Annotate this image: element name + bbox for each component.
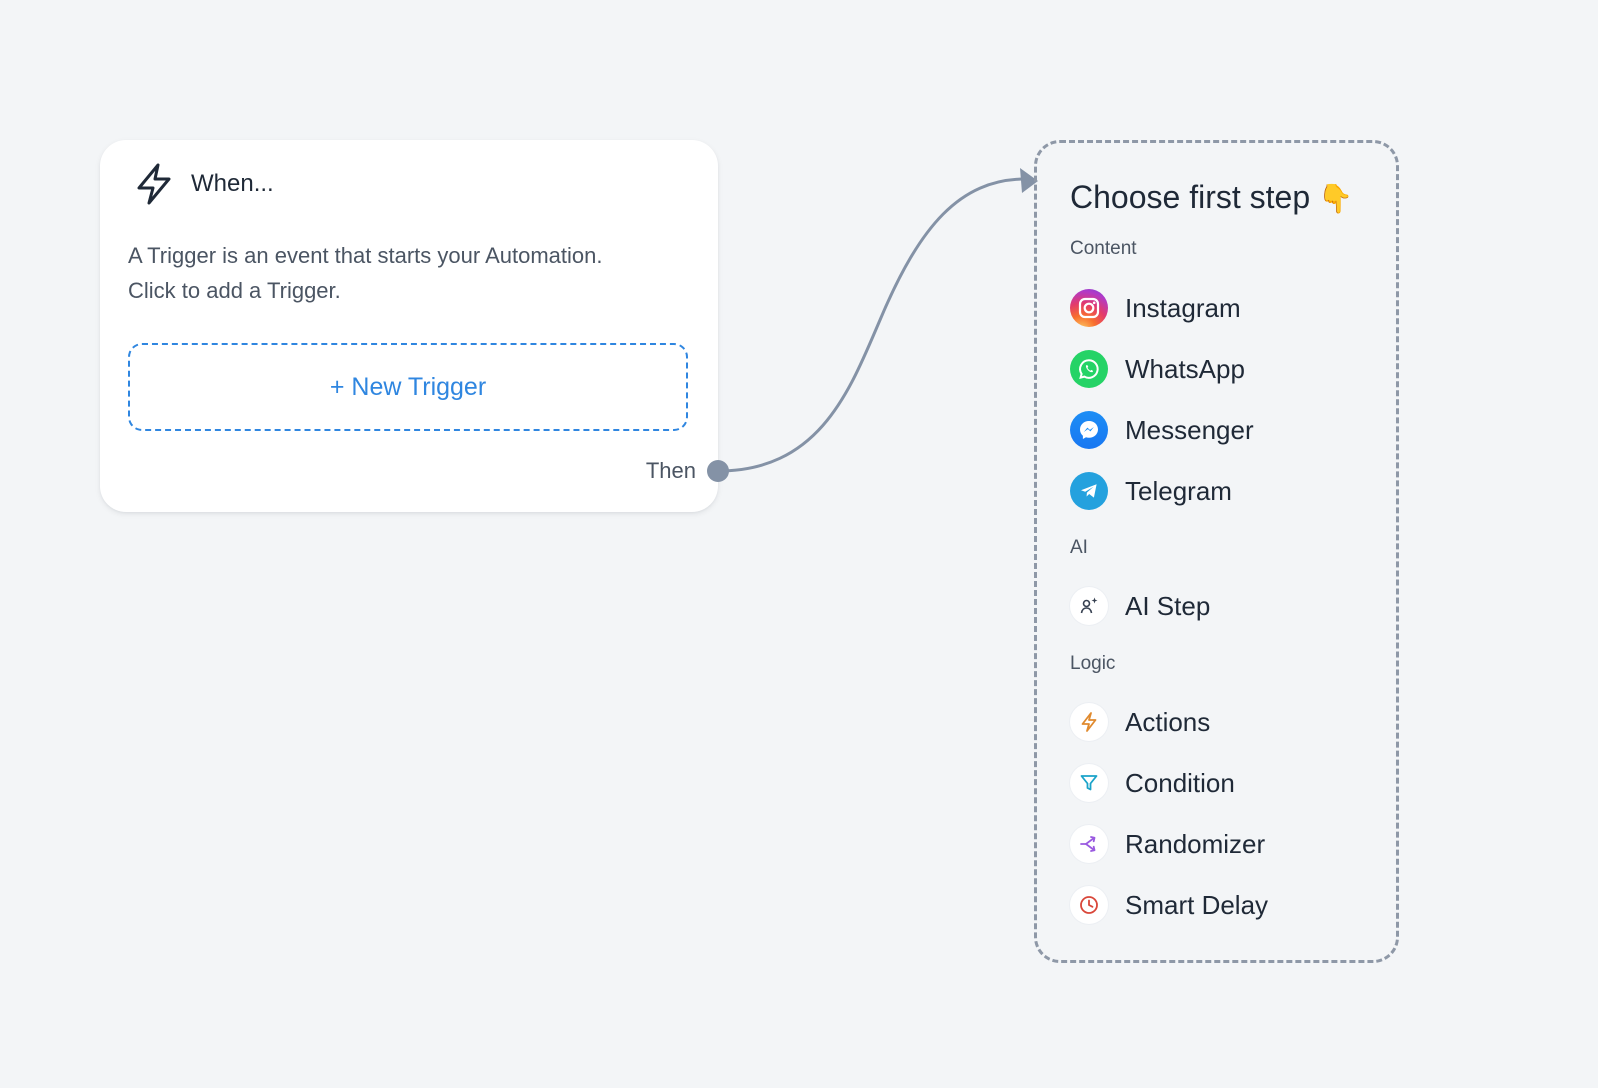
- filter-icon: [1070, 764, 1108, 802]
- step-label: Condition: [1125, 767, 1235, 798]
- trigger-description-line-2: Click to add a Trigger.: [128, 278, 341, 303]
- instagram-icon: [1070, 289, 1108, 327]
- ai-user-sparkle-icon: [1070, 587, 1108, 625]
- section-label-logic: Logic: [1070, 653, 1116, 674]
- step-item-smart-delay[interactable]: Smart Delay: [1070, 882, 1268, 928]
- then-connector-handle[interactable]: [707, 460, 729, 482]
- section-label-content: Content: [1070, 238, 1137, 259]
- lightning-bolt-icon: [132, 162, 176, 206]
- whatsapp-icon: [1070, 350, 1108, 388]
- trigger-card[interactable]: When... A Trigger is an event that start…: [100, 140, 729, 512]
- step-item-actions[interactable]: Actions: [1070, 699, 1210, 745]
- step-item-randomizer[interactable]: Randomizer: [1070, 821, 1265, 867]
- trigger-description: A Trigger is an event that starts your A…: [128, 238, 688, 308]
- trigger-header: When...: [132, 162, 274, 206]
- step-item-ai-step[interactable]: AI Step: [1070, 583, 1210, 629]
- trigger-description-line-1: A Trigger is an event that starts your A…: [128, 243, 603, 268]
- telegram-icon: [1070, 472, 1108, 510]
- clock-icon: [1070, 886, 1108, 924]
- step-label: Instagram: [1125, 292, 1241, 323]
- step-item-messenger[interactable]: Messenger: [1070, 407, 1254, 453]
- step-label: WhatsApp: [1125, 353, 1245, 384]
- step-item-instagram[interactable]: Instagram: [1070, 285, 1241, 331]
- panel-title: Choose first step👇: [1070, 179, 1353, 216]
- section-label-ai: AI: [1070, 537, 1088, 558]
- step-label: AI Step: [1125, 590, 1211, 621]
- then-label: Then: [645, 458, 696, 483]
- trigger-title: When...: [191, 170, 274, 197]
- bolt-icon: [1070, 703, 1108, 741]
- messenger-icon: [1070, 411, 1108, 449]
- choose-first-step-panel: Choose first step👇 Content Instagram Wha…: [1034, 140, 1399, 963]
- panel-title-text: Choose first step: [1070, 179, 1311, 215]
- step-label: Messenger: [1125, 414, 1254, 445]
- step-item-telegram[interactable]: Telegram: [1070, 468, 1232, 514]
- step-label: Actions: [1125, 706, 1211, 737]
- step-item-whatsapp[interactable]: WhatsApp: [1070, 346, 1245, 392]
- pointing-down-emoji-icon: 👇: [1318, 183, 1353, 214]
- split-arrows-icon: [1070, 825, 1108, 863]
- step-label: Smart Delay: [1125, 889, 1269, 920]
- step-label: Randomizer: [1125, 828, 1266, 859]
- new-trigger-button[interactable]: + New Trigger: [128, 343, 688, 431]
- step-item-condition[interactable]: Condition: [1070, 760, 1235, 806]
- step-label: Telegram: [1125, 475, 1232, 506]
